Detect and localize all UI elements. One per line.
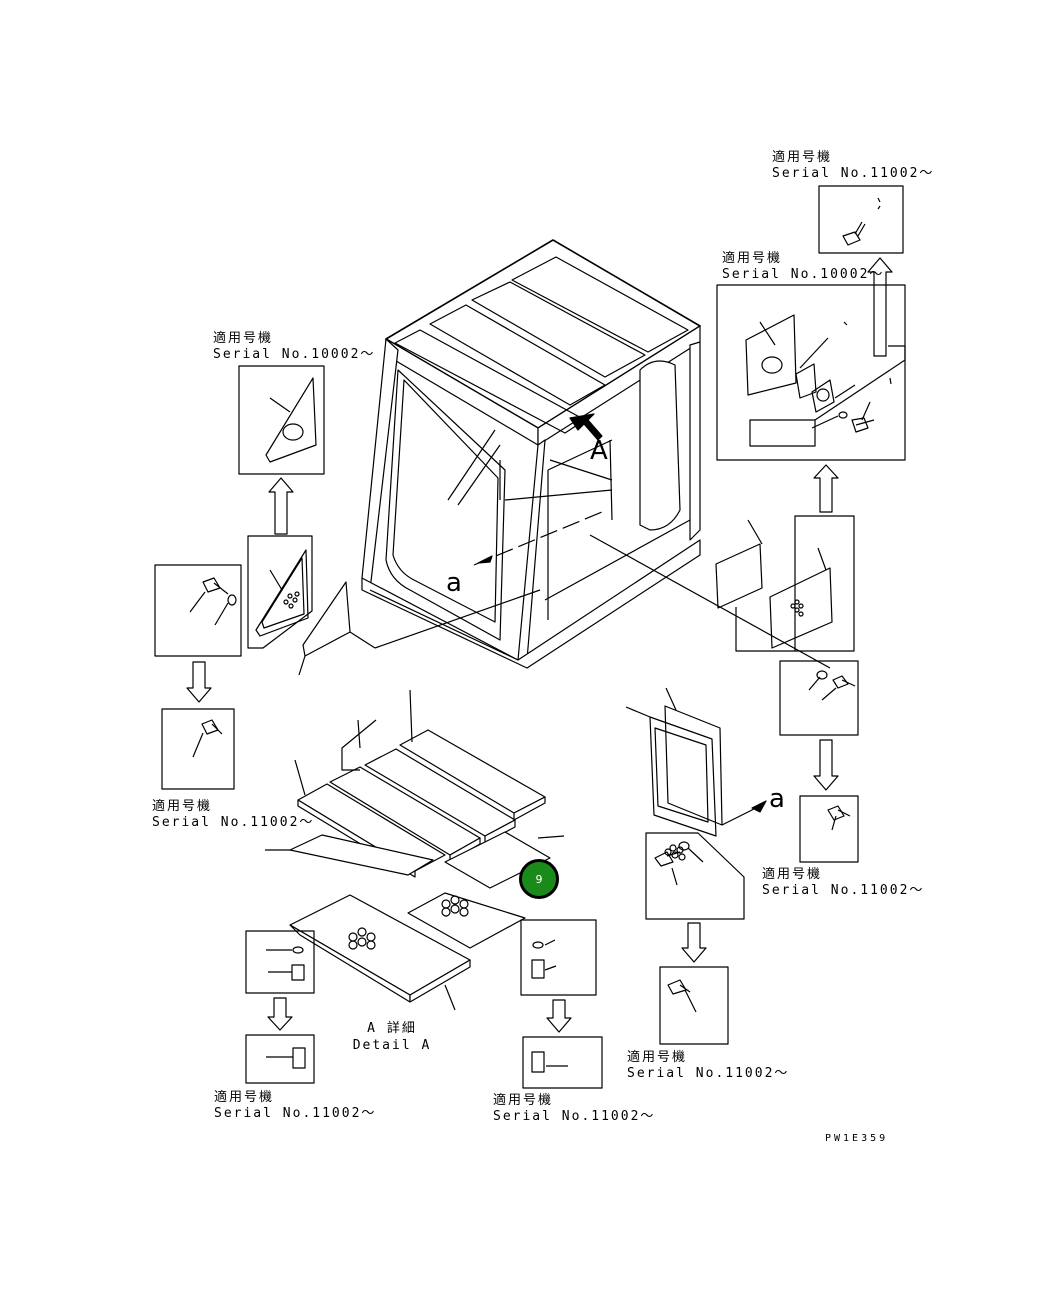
view-marker-a-panel: a: [769, 784, 785, 814]
arrow-down-icon: [681, 922, 707, 963]
roof-panel-2: [429, 304, 606, 406]
serial-note-floor-right: 適用号機 Serial No.11002～: [493, 1093, 655, 1125]
box-top-right-small: [818, 185, 904, 254]
serial-note-left-window: 適用号機 Serial No.10002～: [213, 331, 375, 363]
drawing-code: PW1E359: [825, 1133, 889, 1144]
serial-note-serial: Serial No.10002～: [213, 347, 376, 362]
view-arrow-icon: [569, 413, 603, 441]
serial-note-right-bolt: 適用号機 Serial No.11002～: [762, 867, 924, 899]
serial-note-jp: 適用号機: [152, 799, 213, 814]
serial-note-serial: Serial No.11002～: [762, 883, 925, 898]
box-right-bolt: [779, 660, 859, 736]
arrow-down-icon: [186, 661, 212, 703]
detail-label-jp: A 詳細: [367, 1021, 417, 1036]
box-left-bolt-serial: [161, 708, 235, 790]
arrow-up-icon: [813, 464, 839, 513]
floor-mat-6: [444, 831, 551, 889]
serial-note-jp: 適用号機: [214, 1090, 275, 1105]
box-floor-left-bolt: [245, 930, 315, 994]
serial-note-jp: 適用号機: [627, 1050, 688, 1065]
arrow-down-icon: [813, 739, 839, 791]
callout-number: 9: [535, 872, 543, 886]
detail-a-label: A 詳細 Detail A: [352, 1020, 432, 1054]
serial-note-serial: Serial No.11002～: [772, 166, 935, 181]
box-lower-right-serial: [659, 966, 729, 1045]
serial-note-jp: 適用号機: [762, 867, 823, 882]
serial-note-lower-right: 適用号機 Serial No.11002～: [627, 1050, 789, 1082]
serial-note-serial: Serial No.10002～: [722, 267, 885, 282]
cab-assembly: [349, 239, 831, 669]
rear-window-panel: [625, 687, 767, 861]
box-left-window: [247, 535, 351, 676]
serial-note-jp: 適用号機: [493, 1093, 554, 1108]
box-left-bolt: [154, 564, 242, 657]
serial-note-floor-left: 適用号機 Serial No.11002～: [214, 1090, 376, 1122]
box-floor-right-serial: [522, 1036, 603, 1089]
box-right-bolt-serial: [799, 795, 859, 863]
roof-panel-4: [511, 256, 689, 353]
serial-note-jp: 適用号機: [772, 150, 833, 165]
serial-note-serial: Serial No.11002～: [214, 1106, 377, 1121]
bolt-icon: [842, 221, 866, 246]
serial-note-serial: Serial No.11002～: [493, 1109, 656, 1124]
floor-mat-5: [289, 834, 434, 876]
callout-badge[interactable]: 9: [519, 859, 559, 899]
box-lower-right-bolt: [645, 832, 745, 920]
serial-note-jp: 適用号機: [213, 331, 274, 346]
arrow-up-icon: [268, 477, 294, 535]
arrow-down-icon: [546, 999, 572, 1033]
arrow-down-icon: [267, 997, 293, 1031]
view-marker-A: A: [590, 436, 608, 466]
box-right-window: [716, 284, 906, 461]
box-right-panel: [715, 515, 855, 652]
box-floor-right-bolt: [520, 919, 597, 996]
view-marker-a-cab: a: [446, 568, 462, 598]
serial-note-serial: Serial No.11002～: [152, 815, 315, 830]
serial-note-left-bolt: 適用号機 Serial No.11002～: [152, 799, 314, 831]
floor-assembly: [265, 689, 565, 1011]
roof-panel-3: [471, 281, 646, 378]
serial-note-top-right: 適用号機 Serial No.11002～: [772, 150, 934, 182]
box-floor-left-serial: [245, 1034, 315, 1084]
arrow-up-icon: [867, 257, 893, 357]
box-left-window-serial: [238, 365, 325, 475]
serial-note-jp: 適用号機: [722, 251, 783, 266]
floor-mat-7: [407, 892, 526, 949]
detail-label-en: Detail A: [352, 1038, 432, 1053]
serial-note-serial: Serial No.11002～: [627, 1066, 790, 1081]
serial-note-right-window: 適用号機 Serial No.10002～: [722, 251, 884, 283]
